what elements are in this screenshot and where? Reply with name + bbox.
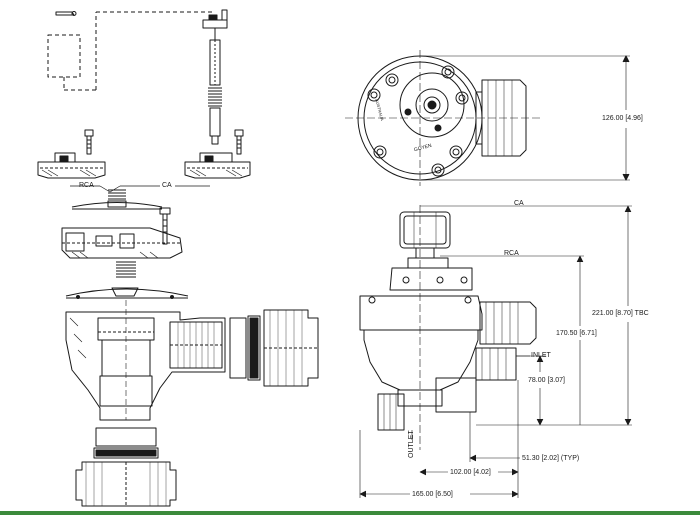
- frame-accent-bar: [0, 511, 700, 515]
- outlet-coupling: [75, 427, 177, 507]
- label-ca-right: CA: [514, 200, 524, 207]
- label-outlet: OUTLET: [408, 430, 415, 458]
- rca-ca-dim: [70, 185, 210, 193]
- pilot-body-ca: [184, 152, 251, 179]
- exploded-view: [37, 9, 319, 507]
- clip-part: [55, 11, 77, 16]
- dim-label-102: 102.00 [4.02]: [450, 469, 491, 476]
- armature-cap: [202, 9, 228, 40]
- label-inlet: INLET: [531, 352, 551, 359]
- dim-label-126: 126.00 [4.96]: [602, 115, 643, 122]
- top-view: [345, 50, 630, 186]
- pilot-body-rca: [37, 152, 106, 179]
- small-diaphragm: [71, 200, 163, 210]
- upper-spring: [108, 189, 126, 200]
- dim-label-51: 51.30 [2.02] (TYP): [522, 455, 580, 462]
- label-rca-right: RCA: [504, 250, 519, 257]
- main-spring: [116, 261, 136, 278]
- armature-tube: [208, 39, 222, 145]
- dim-label-78: 78.00 [3.07]: [528, 377, 565, 384]
- valve-body: [65, 311, 226, 421]
- dim-label-170: 170.50 [6.71]: [556, 330, 597, 337]
- main-diaphragm: [65, 287, 189, 299]
- solenoid-dashed-link: [47, 11, 212, 91]
- bolt-left: [84, 129, 94, 155]
- cover: [61, 227, 183, 259]
- inlet-coupling: [229, 309, 319, 387]
- bolt-center: [159, 207, 171, 245]
- dim-label-165: 165.00 [6.50]: [412, 491, 453, 498]
- side-view: [359, 205, 632, 498]
- bolt-right: [234, 129, 244, 155]
- label-ca-left: CA: [162, 182, 172, 189]
- label-rca-left: RCA: [79, 182, 94, 189]
- dim-label-221: 221.00 [8.70] TBC: [592, 310, 649, 317]
